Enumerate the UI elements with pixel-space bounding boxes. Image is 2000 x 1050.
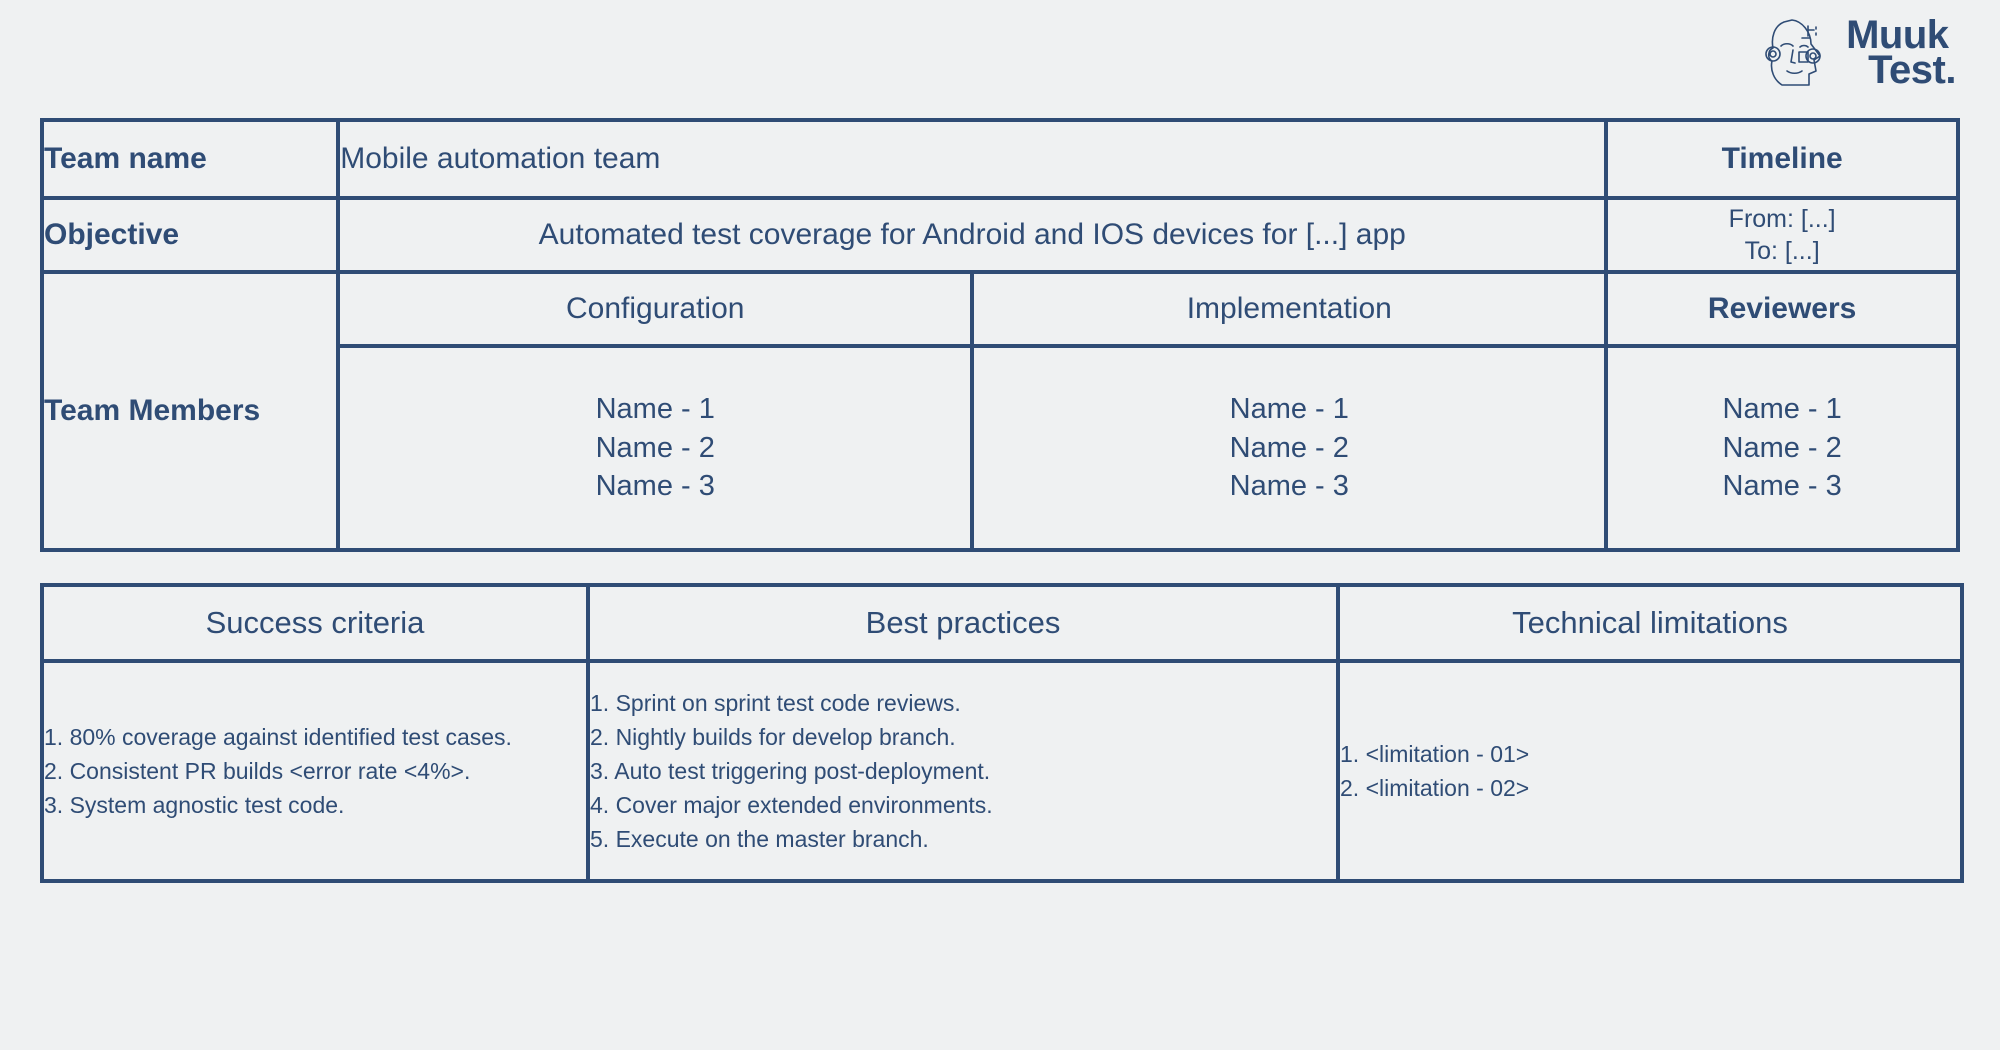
member-name: Name - 3 [1229,470,1349,503]
list-item: 1. <limitation - 01> [1340,740,1530,767]
project-overview-table: Team name Mobile automation team Timelin… [39,118,1960,552]
column-header-configuration: Configuration [336,270,975,348]
technical-limitations-list: 1. <limitation - 01> 2. <limitation - 02… [1340,737,1960,805]
table-row-member-headers: Team Members Configuration Implementatio… [39,270,1960,552]
objective-label: Objective [39,196,341,274]
timeline-range[interactable]: From: [...] To: [...] [1604,196,1960,274]
criteria-practices-limitations-table: Success criteria Best practices Technica… [40,583,1964,883]
section-body-success-criteria[interactable]: 1. 80% coverage against identified test … [40,659,590,883]
member-name: Name - 3 [595,470,715,503]
section-header-success-criteria: Success criteria [40,583,590,663]
brand-name-line1: Muuk [1846,12,1949,57]
brand-name-dot: . [1945,48,1956,92]
team-members-label: Team Members [39,270,341,552]
column-header-implementation: Implementation [970,270,1609,348]
list-item: 1. 80% coverage against identified test … [44,723,512,750]
members-configuration[interactable]: Name - 1 Name - 2 Name - 3 [336,344,975,552]
objective-value[interactable]: Automated test coverage for Android and … [336,196,1609,274]
section-header-best-practices: Best practices [586,583,1340,663]
muuktest-face-logo-icon [1765,19,1821,86]
table-row-member-names: Name - 1 Name - 2 Name - 3 Name - 1 Name… [42,344,1960,552]
table-row-section-bodies: 1. 80% coverage against identified test … [40,659,1964,883]
member-name: Name - 3 [1722,470,1842,503]
list-item: 2. Consistent PR builds <error rate <4%>… [44,757,471,784]
brand-logo: Muuk Test. [1764,14,1956,92]
team-name-value[interactable]: Mobile automation team [336,118,1609,200]
members-reviewers[interactable]: Name - 1 Name - 2 Name - 3 [1604,344,1960,552]
table-row-objective: Objective Automated test coverage for An… [39,196,1960,274]
list-item: 4. Cover major extended environments. [590,792,993,819]
success-criteria-list: 1. 80% coverage against identified test … [44,720,586,822]
brand-wordmark: Muuk Test. [1846,12,1956,92]
brand-name-line2: Test. [1868,48,1956,92]
column-header-reviewers: Reviewers [1604,270,1960,348]
list-item: 1. Sprint on sprint test code reviews. [590,689,961,716]
timeline-to: To: [...] [1744,237,1820,265]
member-name: Name - 1 [1722,393,1842,426]
section-body-best-practices[interactable]: 1. Sprint on sprint test code reviews. 2… [586,659,1340,883]
timeline-header: Timeline [1604,118,1960,200]
member-name: Name - 1 [1229,393,1349,426]
list-item: 3. Auto test triggering post-deployment. [590,757,991,784]
timeline-from: From: [...] [1728,205,1836,233]
section-body-technical-limitations[interactable]: 1. <limitation - 01> 2. <limitation - 02… [1336,659,1964,883]
member-name: Name - 2 [1229,431,1349,464]
member-name: Name - 2 [595,431,715,464]
table-row-team-name: Team name Mobile automation team Timelin… [39,118,1960,200]
best-practices-list: 1. Sprint on sprint test code reviews. 2… [590,686,1336,856]
section-header-technical-limitations: Technical limitations [1336,583,1964,663]
table-row-section-headers: Success criteria Best practices Technica… [40,583,1964,663]
list-item: 2. Nightly builds for develop branch. [590,723,956,750]
list-item: 5. Execute on the master branch. [590,826,929,853]
list-item: 3. System agnostic test code. [44,792,345,819]
members-implementation[interactable]: Name - 1 Name - 2 Name - 3 [970,344,1609,552]
member-name: Name - 1 [595,393,715,426]
team-name-label: Team name [39,118,341,200]
member-name: Name - 2 [1722,431,1842,464]
list-item: 2. <limitation - 02> [1340,775,1530,801]
